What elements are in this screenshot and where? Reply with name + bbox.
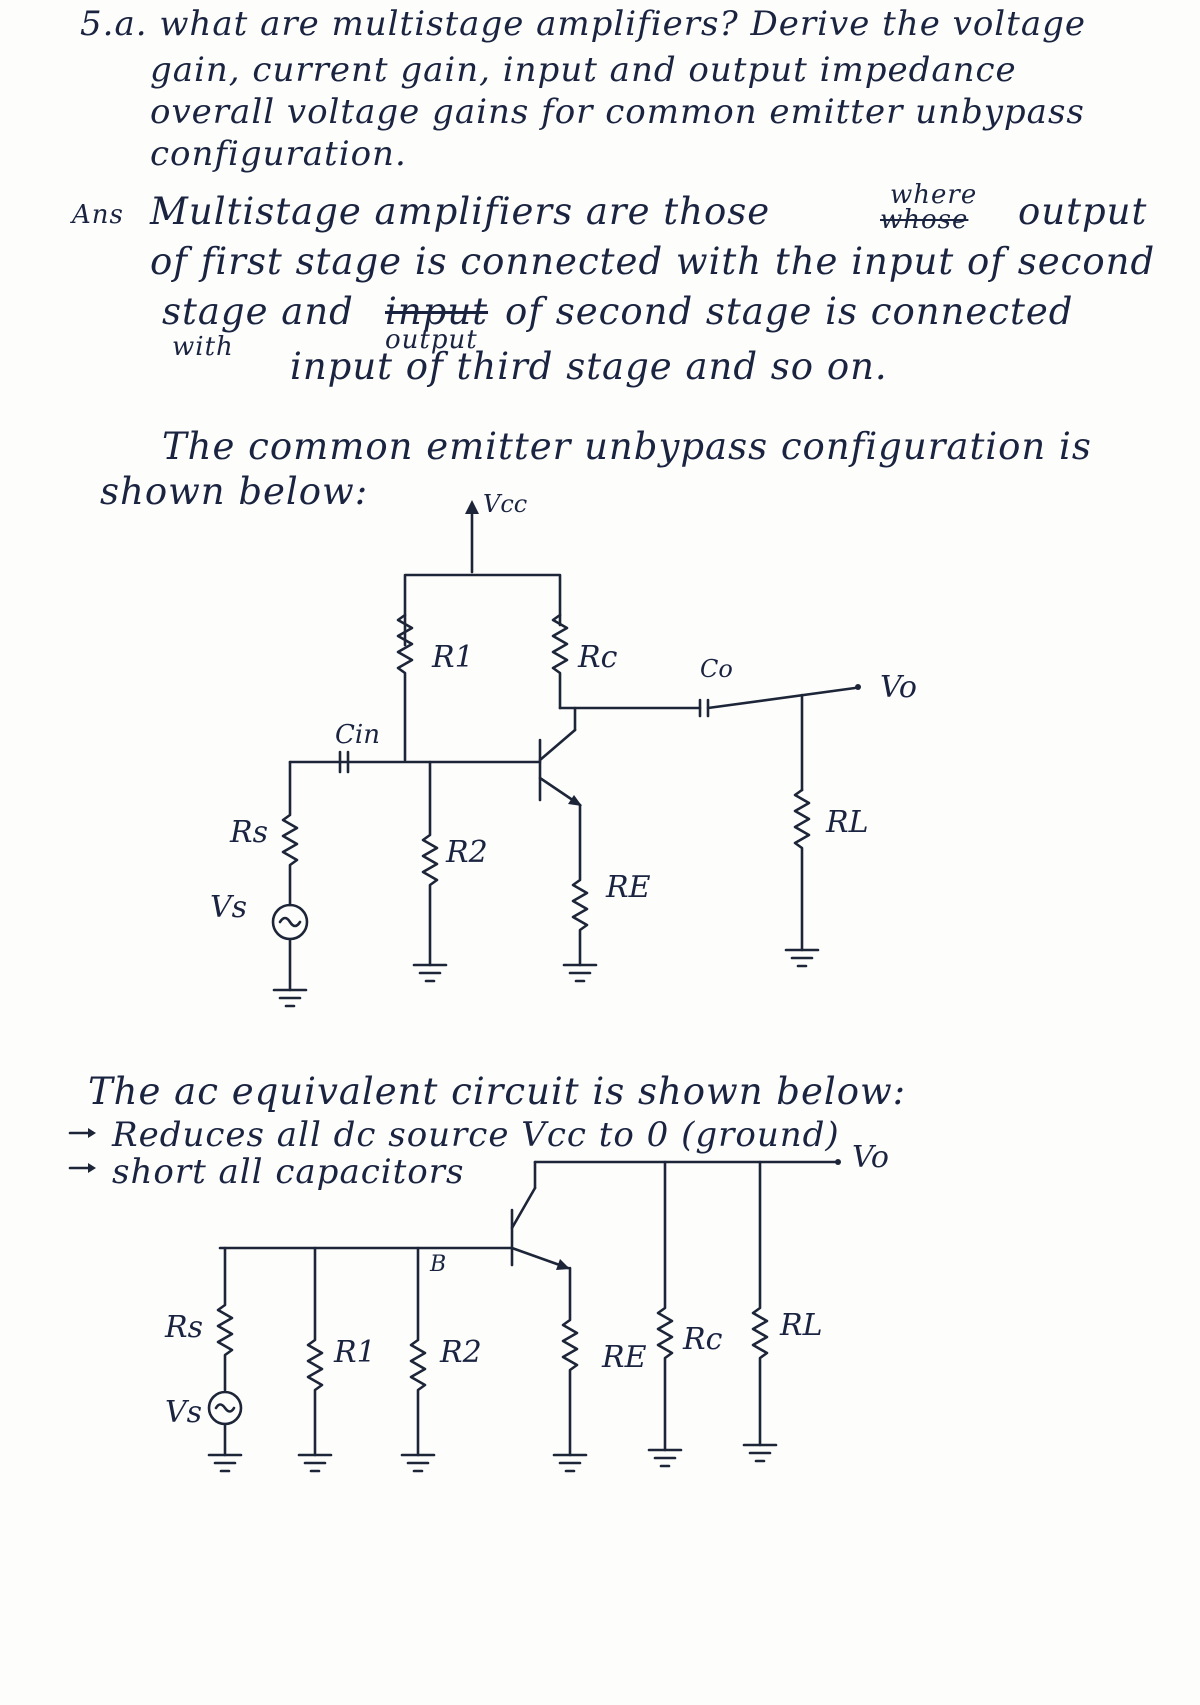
answer-line-1a: Multistage amplifiers are those: [150, 190, 771, 233]
label-rl: RL: [826, 805, 869, 840]
answer-line-4a: with: [172, 332, 234, 362]
ac-vo-terminal: [835, 1159, 841, 1165]
ac-label-vs: Vs: [165, 1395, 203, 1430]
label-rs: Rs: [230, 815, 268, 850]
ac-rl-resistor: [751, 1160, 769, 1447]
ac-r2-resistor: [409, 1246, 427, 1457]
answer-line-1b: output: [1018, 190, 1148, 233]
answer-inserted-word: where: [890, 180, 978, 210]
label-co: Co: [700, 655, 733, 683]
rs-resistor: [281, 760, 299, 907]
vcc-arrow-icon: [465, 500, 479, 514]
ac-rs-resistor: [216, 1246, 234, 1392]
label-cin: Cin: [335, 720, 380, 750]
answer-struck-word: whose: [880, 205, 969, 235]
label-vs: Vs: [210, 890, 248, 925]
re-resistor: [571, 803, 589, 967]
question-line-3: overall voltage gains for common emitter…: [150, 92, 1085, 132]
answer-line-3b: of second stage is connected: [505, 290, 1074, 333]
ac-label-vo: Vo: [852, 1140, 889, 1175]
answer-line-3a: stage and: [162, 290, 354, 333]
question-line-1: 5.a. what are multistage amplifiers? Der…: [80, 4, 1086, 44]
ac-label-rl: RL: [780, 1308, 823, 1343]
circuit2-intro-line: The ac equivalent circuit is shown below…: [88, 1070, 907, 1113]
ac-label-re: RE: [602, 1340, 647, 1375]
circuit1-intro-line-1: The common emitter unbypass configuratio…: [162, 425, 1092, 468]
ground-icon: [562, 963, 598, 983]
ground-icon: [552, 1453, 588, 1473]
ac-label-b: B: [430, 1252, 447, 1277]
label-vcc: Vcc: [483, 490, 528, 518]
ac-r1-resistor: [306, 1246, 324, 1457]
emitter-arrow-icon: [568, 795, 582, 806]
rl-resistor: [793, 788, 811, 952]
label-rc: Rc: [578, 640, 618, 675]
label-r1: R1: [432, 640, 474, 675]
ground-icon: [784, 948, 820, 968]
transistor-collector-leg: [538, 728, 577, 762]
label-re: RE: [606, 870, 651, 905]
answer-line-3-inserted: output: [385, 325, 478, 355]
r1-resistor: [396, 613, 414, 762]
circuit2-bullet-1: Reduces all dc source Vcc to 0 (ground): [112, 1115, 840, 1155]
label-r2: R2: [446, 835, 488, 870]
ground-icon: [400, 1453, 436, 1473]
ac-label-r2: R2: [440, 1335, 482, 1370]
ground-icon: [742, 1443, 778, 1463]
circuit2-bullet-2: short all capacitors: [112, 1152, 465, 1192]
ground-icon: [647, 1448, 683, 1468]
ground-icon: [297, 1453, 333, 1473]
vo-terminal: [855, 684, 861, 690]
answer-marker: Ans: [72, 200, 124, 230]
r2-resistor: [421, 760, 439, 967]
answer-line-4b: input of third stage and so on.: [290, 345, 888, 388]
ac-re-resistor: [561, 1266, 579, 1457]
ac-emitter-arrow-icon: [556, 1259, 570, 1270]
ac-label-rs: Rs: [165, 1310, 203, 1345]
ground-icon: [207, 1453, 243, 1473]
co-output-wire: [706, 686, 857, 710]
answer-line-3-struck: input: [385, 290, 489, 333]
question-line-4: configuration.: [150, 134, 407, 174]
label-vo: Vo: [880, 670, 917, 705]
ac-rc-resistor: [656, 1160, 674, 1452]
ground-icon: [412, 963, 448, 983]
ac-label-r1: R1: [334, 1335, 376, 1370]
ground-icon: [272, 988, 308, 1008]
question-line-2: gain, current gain, input and output imp…: [150, 50, 1017, 90]
vs-sine: [278, 916, 302, 928]
ac-label-rc: Rc: [683, 1322, 723, 1357]
ac-collector-leg: [510, 1186, 537, 1230]
circuit1-intro-line-2: shown below:: [100, 470, 369, 513]
rc-resistor: [551, 613, 569, 710]
answer-line-2: of first stage is connected with the inp…: [150, 240, 1156, 283]
top-rail: [403, 573, 562, 647]
